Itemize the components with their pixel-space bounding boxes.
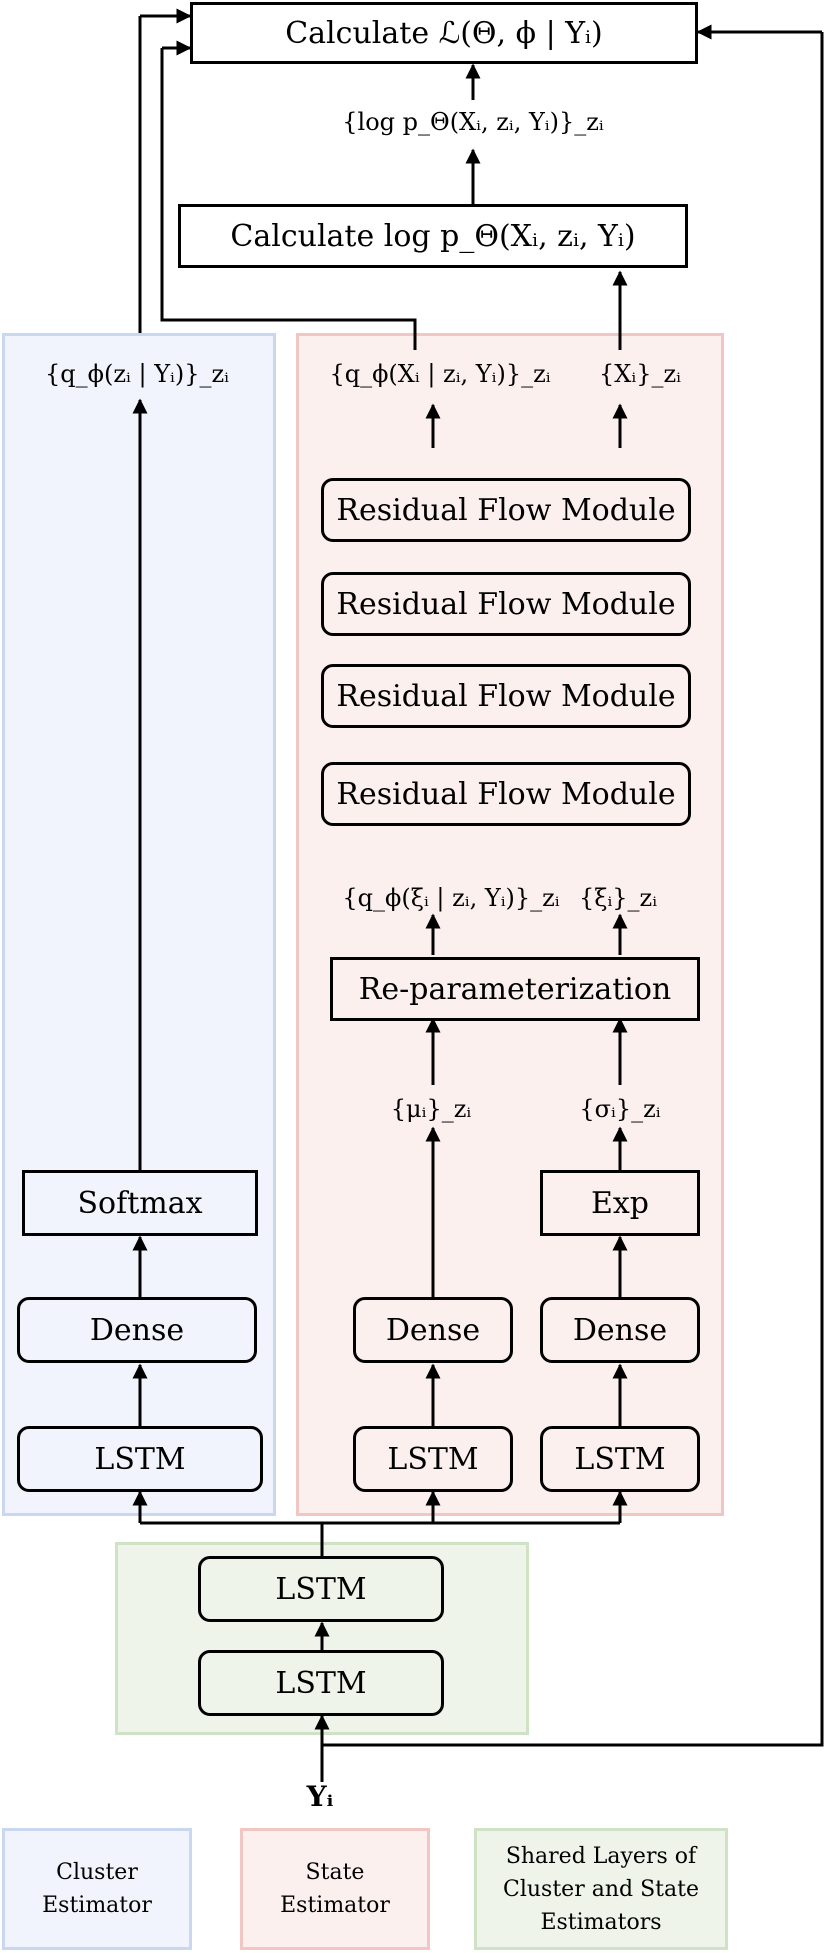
legend-cluster-line1: Cluster (56, 1860, 138, 1885)
cluster-output-label: {q_ϕ(zᵢ | Yᵢ)}_zᵢ (45, 360, 229, 388)
xi-label: {ξᵢ}_zᵢ (578, 884, 658, 912)
input-y-label: Yᵢ (306, 1780, 334, 1813)
cluster-dense-box: Dense (17, 1297, 257, 1363)
residual-flow-module-1: Residual Flow Module (321, 762, 691, 826)
loss-calculation-box: Calculate ℒ(Θ, ϕ | Yᵢ) (190, 2, 698, 64)
state-dense-left-box: Dense (353, 1297, 513, 1363)
state-dense-right-box: Dense (540, 1297, 700, 1363)
shared-lstm-bottom-box: LSTM (198, 1650, 444, 1716)
exp-box: Exp (540, 1170, 700, 1236)
log-p-calculation-box: Calculate log p_Θ(Xᵢ, zᵢ, Yᵢ) (178, 204, 688, 268)
shared-lstm-top-box: LSTM (198, 1556, 444, 1622)
x-label: {Xᵢ}_zᵢ (599, 360, 681, 388)
legend-state-estimator: State Estimator (240, 1828, 430, 1950)
legend-state-line2: Estimator (280, 1893, 390, 1918)
mu-label: {μᵢ}_zᵢ (390, 1095, 472, 1123)
legend-shared-line1: Shared Layers of (505, 1843, 697, 1869)
legend-shared-line3: Estimators (540, 1909, 662, 1935)
q-xi-label: {q_ϕ(ξᵢ | zᵢ, Yᵢ)}_zᵢ (342, 884, 560, 912)
sigma-label: {σᵢ}_zᵢ (579, 1095, 661, 1123)
residual-flow-module-4: Residual Flow Module (321, 478, 691, 542)
legend-shared-line2: Cluster and State (503, 1876, 699, 1902)
legend-state-line1: State (305, 1860, 365, 1885)
softmax-box: Softmax (22, 1170, 258, 1236)
legend-cluster-estimator: Cluster Estimator (2, 1828, 192, 1950)
residual-flow-module-2: Residual Flow Module (321, 664, 691, 728)
legend-cluster-line2: Estimator (42, 1893, 152, 1918)
reparameterization-box: Re-parameterization (330, 957, 700, 1021)
residual-flow-module-3: Residual Flow Module (321, 572, 691, 636)
state-lstm-left-box: LSTM (353, 1426, 513, 1492)
cluster-lstm-box: LSTM (17, 1426, 263, 1492)
q-x-label: {q_ϕ(Xᵢ | zᵢ, Yᵢ)}_zᵢ (329, 360, 551, 388)
state-lstm-right-box: LSTM (540, 1426, 700, 1492)
legend-shared-layers: Shared Layers of Cluster and State Estim… (474, 1828, 728, 1950)
log-p-label: {log p_Θ(Xᵢ, zᵢ, Yᵢ)}_zᵢ (342, 108, 604, 136)
